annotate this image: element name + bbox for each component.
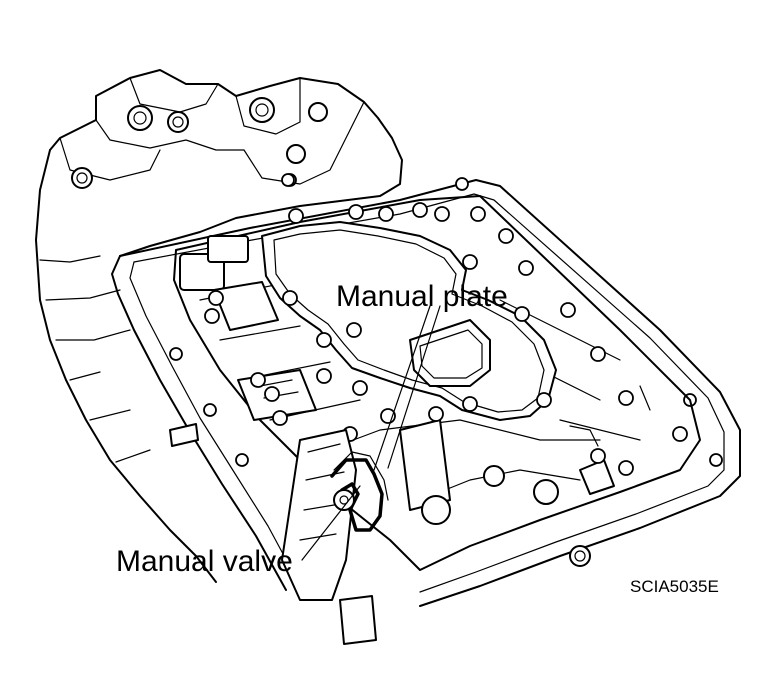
manual-valve-leader — [301, 485, 361, 561]
manual-valve-label: Manual valve — [116, 545, 293, 578]
manual-plate-label: Manual plate — [336, 280, 508, 313]
valve-body-bolts — [204, 173, 688, 476]
manual-plate-leader-2 — [387, 305, 441, 469]
manual-plate-leader — [373, 305, 431, 471]
leader-lines — [301, 305, 441, 561]
manual-plate-shape — [330, 458, 384, 532]
transmission-housing — [35, 69, 403, 583]
figure-code: SCIA5035E — [630, 577, 719, 596]
manual-valve-assembly — [281, 429, 389, 645]
